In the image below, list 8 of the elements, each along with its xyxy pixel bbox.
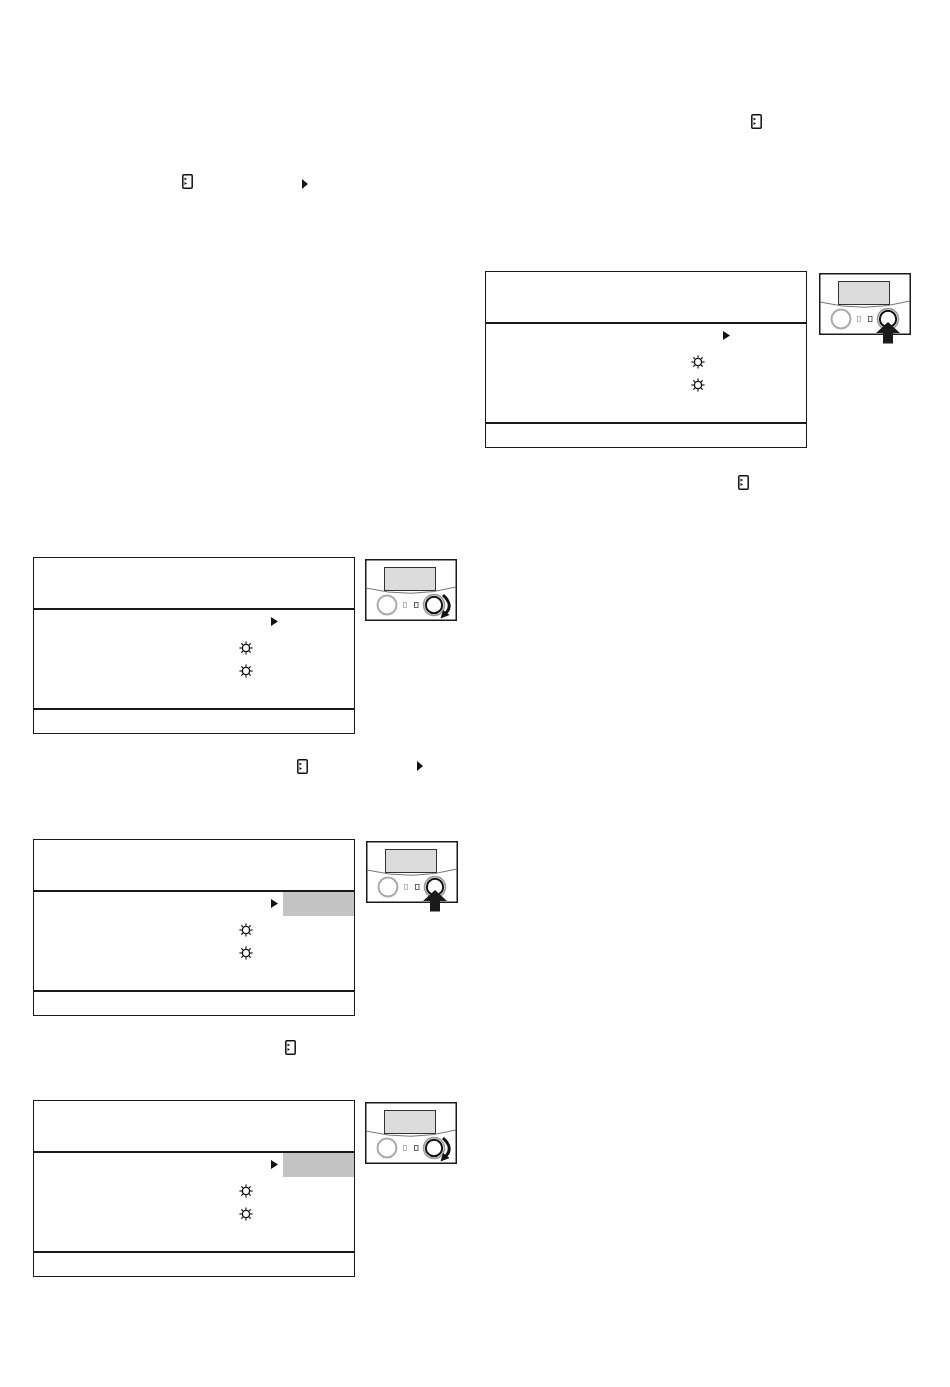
control-panel-drawing — [365, 559, 457, 621]
control-panel-drawing — [365, 1102, 457, 1164]
control-panel-drawing — [366, 841, 458, 912]
display-screen-box — [485, 271, 807, 448]
display-screen-box — [33, 1100, 355, 1277]
control-panel-drawing — [819, 273, 911, 344]
display-screen-box — [33, 557, 355, 734]
display-screen-box — [33, 839, 355, 1016]
